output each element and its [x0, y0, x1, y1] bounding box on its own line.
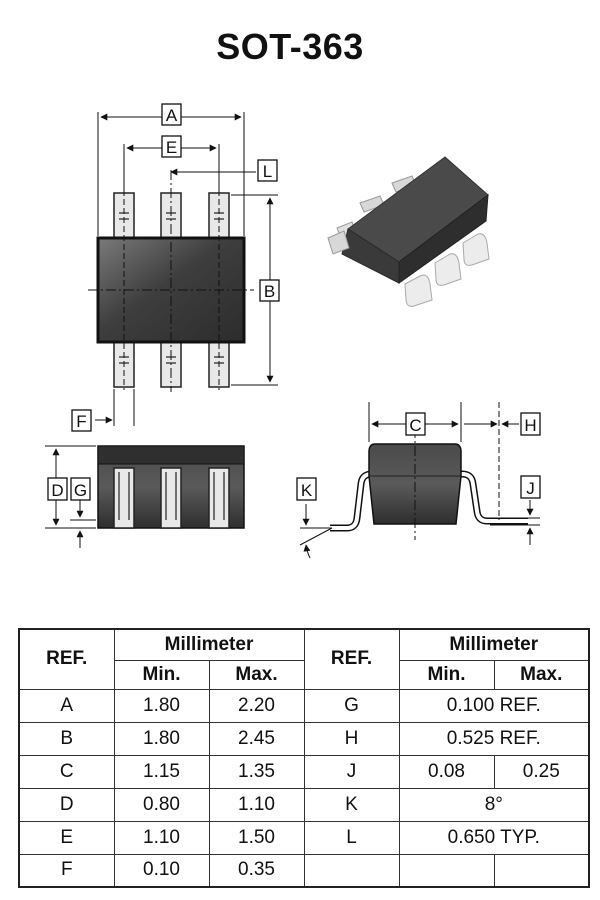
package-drawing: A E L B F	[45, 103, 541, 559]
table-row: A 1.80 2.20 G 0.100 REF.	[18, 688, 590, 723]
table-row: C 1.15 1.35 J 0.08 0.25	[18, 754, 590, 789]
dim-label-f: F	[76, 412, 86, 431]
min-cell: 0.10	[113, 853, 210, 888]
max-cell	[493, 853, 590, 888]
max-cell: 0.25	[493, 754, 590, 789]
max-cell: 2.20	[208, 688, 305, 723]
max-cell: 0.35	[208, 853, 305, 888]
ref-cell: E	[18, 820, 115, 855]
ref-cell: K	[303, 787, 400, 822]
value-cell: 8°	[398, 787, 590, 822]
table-row: E 1.10 1.50 L 0.650 TYP.	[18, 820, 590, 855]
dim-label-c: C	[409, 416, 421, 435]
max-header-2: Max.	[493, 659, 590, 690]
dim-label-d: D	[51, 481, 63, 500]
min-cell	[398, 853, 495, 888]
lead	[208, 467, 230, 529]
isometric-view	[327, 156, 490, 307]
ref-header: REF.	[18, 628, 115, 690]
ref-cell	[303, 853, 400, 888]
min-cell: 0.80	[113, 787, 210, 822]
ref-cell: G	[303, 688, 400, 723]
value-cell: 0.650 TYP.	[398, 820, 590, 855]
min-cell: 1.15	[113, 754, 210, 789]
max-cell: 1.50	[208, 820, 305, 855]
dim-label-e: E	[166, 138, 177, 157]
ref-cell: B	[18, 721, 115, 756]
min-cell: 1.10	[113, 820, 210, 855]
min-cell: 1.80	[113, 721, 210, 756]
lead	[160, 467, 182, 529]
package-title: SOT-363	[216, 26, 364, 67]
table-row: B 1.80 2.45 H 0.525 REF.	[18, 721, 590, 756]
ref-cell: C	[18, 754, 115, 789]
max-cell: 1.35	[208, 754, 305, 789]
max-cell: 1.10	[208, 787, 305, 822]
min-cell: 0.08	[398, 754, 495, 789]
dim-label-g: G	[74, 481, 87, 500]
top-view: A E L B F	[71, 103, 280, 432]
dim-label-l: L	[263, 162, 272, 181]
min-cell: 1.80	[113, 688, 210, 723]
dim-label-b: B	[264, 282, 275, 301]
unit-header: Millimeter	[113, 628, 305, 661]
dim-label-h: H	[524, 416, 536, 435]
side-view: D G	[45, 445, 245, 548]
ref-header-2: REF.	[303, 628, 400, 690]
dim-label-a: A	[166, 106, 178, 125]
dim-label-k: K	[301, 481, 313, 500]
ref-cell: F	[18, 853, 115, 888]
ref-cell: H	[303, 721, 400, 756]
value-cell: 0.100 REF.	[398, 688, 590, 723]
min-header: Min.	[113, 659, 210, 690]
max-cell: 2.45	[208, 721, 305, 756]
dim-label-j: J	[526, 479, 535, 498]
min-header-2: Min.	[398, 659, 495, 690]
dimension-table: REF. Millimeter REF. Millimeter Min. Max…	[18, 628, 591, 888]
table-row: F 0.10 0.35	[18, 853, 590, 888]
ref-cell: D	[18, 787, 115, 822]
table-row: D 0.80 1.10 K 8°	[18, 787, 590, 822]
ref-cell: L	[303, 820, 400, 855]
ref-cell: A	[18, 688, 115, 723]
lead	[113, 467, 135, 529]
max-header: Max.	[208, 659, 305, 690]
value-cell: 0.525 REF.	[398, 721, 590, 756]
ref-cell: J	[303, 754, 400, 789]
end-view: C H J K	[296, 402, 541, 559]
unit-header-2: Millimeter	[398, 628, 590, 661]
